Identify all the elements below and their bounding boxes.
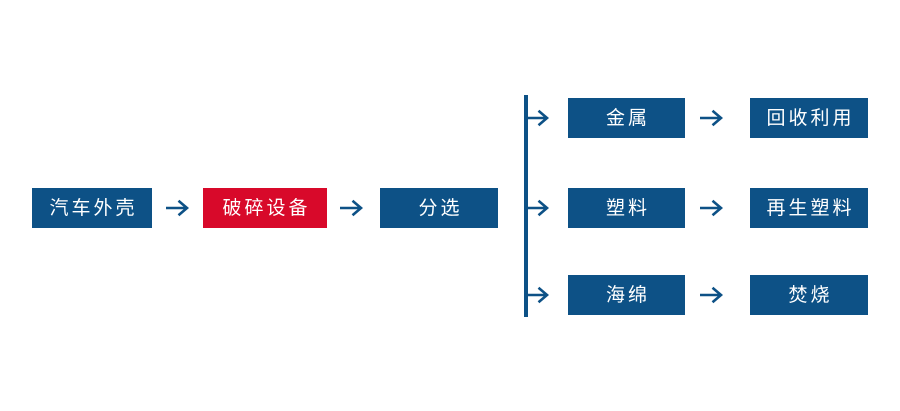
arrow-right-icon-branch-sponge bbox=[526, 285, 552, 305]
node-shredding-equipment[interactable]: 破碎设备 bbox=[203, 188, 327, 228]
branch-bus-line bbox=[524, 95, 528, 317]
arrow-right-icon-shell-to-shredder bbox=[166, 198, 192, 218]
node-car-shell[interactable]: 汽车外壳 bbox=[32, 188, 152, 228]
arrow-right-icon-shredder-to-sorting bbox=[340, 198, 366, 218]
node-destination-recycle-reuse[interactable]: 回收利用 bbox=[750, 98, 868, 138]
node-material-metal[interactable]: 金属 bbox=[568, 98, 685, 138]
node-destination-incineration[interactable]: 焚烧 bbox=[750, 275, 868, 315]
node-material-sponge[interactable]: 海绵 bbox=[568, 275, 685, 315]
node-destination-regenerated-plastic[interactable]: 再生塑料 bbox=[750, 188, 868, 228]
arrow-right-icon-branch-metal bbox=[526, 108, 552, 128]
arrow-right-icon-sponge-to-incineration bbox=[700, 285, 726, 305]
node-sorting[interactable]: 分选 bbox=[380, 188, 498, 228]
arrow-right-icon-metal-to-recycle bbox=[700, 108, 726, 128]
arrow-right-icon-branch-plastic bbox=[526, 198, 552, 218]
arrow-right-icon-plastic-to-regenerated bbox=[700, 198, 726, 218]
node-material-plastic[interactable]: 塑料 bbox=[568, 188, 685, 228]
